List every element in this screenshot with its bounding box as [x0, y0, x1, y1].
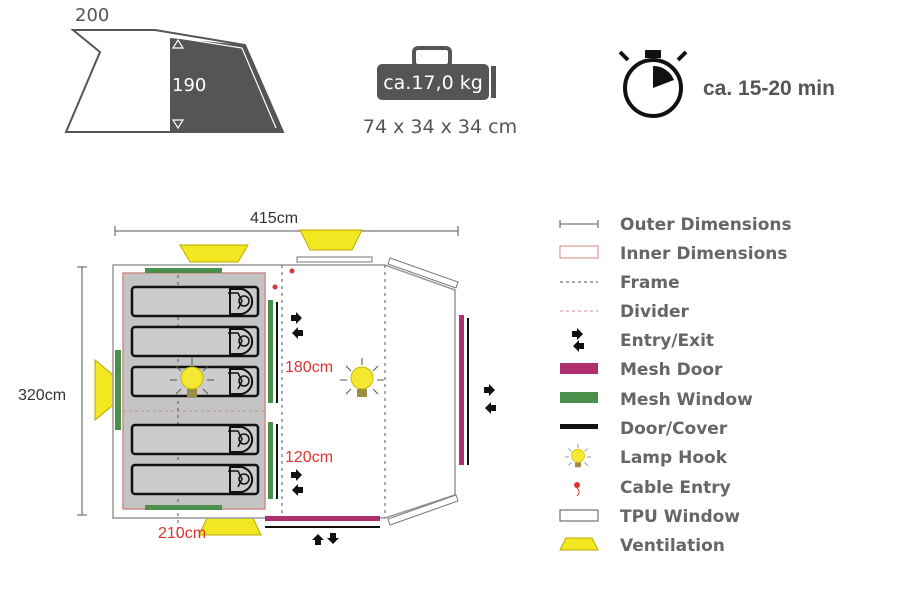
legend-label: Mesh Window	[620, 390, 753, 410]
depth-label: 320cm	[18, 387, 66, 404]
cabin-front-label: 180cm	[285, 359, 333, 376]
cabin-width-label: 210cm	[158, 525, 206, 542]
legend: Outer Dimensions Inner Dimensions Frame …	[559, 215, 792, 556]
width-label: 415cm	[250, 210, 298, 227]
weight-bag-icon: ca.17,0 kg	[377, 46, 496, 100]
height-label: 190	[172, 75, 206, 96]
stopwatch-icon	[618, 50, 688, 118]
floorplan: 415cm 320cm 180cm 120cm 210	[18, 210, 496, 545]
legend-label: Mesh Door	[620, 360, 723, 380]
legend-label: TPU Window	[620, 507, 740, 527]
legend-label: Door/Cover	[620, 419, 728, 439]
side-profile-icon: 200 190	[64, 5, 285, 133]
cabin-rear-label: 120cm	[285, 449, 333, 466]
pack-size-label: 74 x 34 x 34 cm	[363, 116, 517, 138]
legend-label: Divider	[620, 302, 690, 322]
legend-icons	[559, 220, 599, 551]
legend-label: Ventilation	[620, 536, 725, 556]
weight-label: ca.17,0 kg	[383, 72, 483, 94]
legend-label: Inner Dimensions	[620, 244, 788, 264]
legend-label: Lamp Hook	[620, 448, 728, 468]
legend-label: Outer Dimensions	[620, 215, 792, 235]
length-label: 200	[75, 5, 109, 26]
legend-label: Frame	[620, 273, 680, 293]
legend-label: Entry/Exit	[620, 331, 714, 351]
setup-time-label: ca. 15-20 min	[703, 77, 835, 100]
legend-label: Cable Entry	[620, 478, 731, 498]
